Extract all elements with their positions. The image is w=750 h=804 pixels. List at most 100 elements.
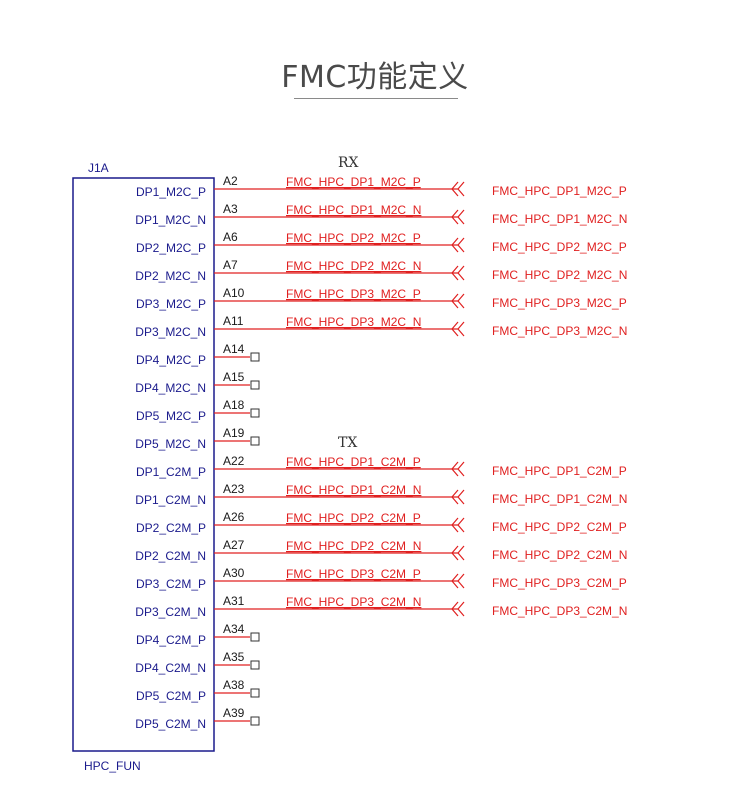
offpage-connector-icon — [457, 601, 465, 617]
pin-number-label: A3 — [223, 202, 238, 216]
pin-number-label: A31 — [223, 594, 245, 608]
pin-name-label: DP5_C2M_N — [135, 717, 206, 731]
pin-number-label: A23 — [223, 482, 245, 496]
pin-name-label: DP4_C2M_N — [135, 661, 206, 675]
port-label: FMC_HPC_DP3_C2M_P — [492, 576, 627, 590]
no-connect-square-icon — [250, 380, 260, 390]
pin-name-label: DP1_C2M_P — [136, 465, 206, 479]
pin-number-label: A2 — [223, 174, 238, 188]
pin-number-label: A15 — [223, 370, 245, 384]
pin-number-label: A11 — [223, 314, 244, 328]
offpage-connector-icon — [451, 237, 459, 253]
pin-name-label: DP2_C2M_N — [135, 549, 206, 563]
pin-name-label: DP5_M2C_P — [136, 409, 206, 423]
pin-number-label: A22 — [223, 454, 245, 468]
pin-number-label: A18 — [223, 398, 245, 412]
offpage-connector-icon — [457, 517, 465, 533]
pin-name-label: DP4_C2M_P — [136, 633, 206, 647]
pin-name-label: DP5_C2M_P — [136, 689, 206, 703]
port-label: FMC_HPC_DP3_C2M_N — [492, 604, 627, 618]
title-underline — [294, 98, 458, 99]
port-label: FMC_HPC_DP1_M2C_P — [492, 184, 627, 198]
pin-name-label: DP1_C2M_N — [135, 493, 206, 507]
pin-number-label: A7 — [223, 258, 238, 272]
pin-number-label: A19 — [223, 426, 245, 440]
pin-number-label: A34 — [223, 622, 245, 636]
section-label-tx: TX — [338, 435, 357, 451]
offpage-connector-icon — [451, 265, 459, 281]
no-connect-square-icon — [250, 408, 260, 418]
offpage-connector-icon — [457, 181, 465, 197]
pin-number-label: A35 — [223, 650, 245, 664]
offpage-connector-icon — [457, 265, 465, 281]
pin-name-label: DP2_M2C_N — [135, 269, 206, 283]
net-label: FMC_HPC_DP2_C2M_P — [286, 511, 421, 525]
pin-number-label: A26 — [223, 510, 245, 524]
net-label: FMC_HPC_DP3_M2C_P — [286, 287, 421, 301]
offpage-connector-icon — [451, 293, 459, 309]
port-label: FMC_HPC_DP1_C2M_N — [492, 492, 627, 506]
pin-name-label: DP4_M2C_N — [135, 381, 206, 395]
symbol-part-name: HPC_FUN — [84, 759, 141, 773]
offpage-connector-icon — [457, 461, 465, 477]
offpage-connector-icon — [457, 237, 465, 253]
offpage-connector-icon — [457, 321, 465, 337]
net-label: FMC_HPC_DP3_C2M_P — [286, 567, 421, 581]
net-label: FMC_HPC_DP1_C2M_P — [286, 455, 421, 469]
net-label: FMC_HPC_DP3_M2C_N — [286, 315, 421, 329]
pin-number-label: A10 — [223, 286, 245, 300]
pin-number-label: A14 — [223, 342, 245, 356]
pin-name-label: DP3_C2M_P — [136, 577, 206, 591]
pin-name-label: DP2_M2C_P — [136, 241, 206, 255]
no-connect-square-icon — [250, 436, 260, 446]
offpage-connector-icon — [457, 293, 465, 309]
pin-name-label: DP3_M2C_N — [135, 325, 206, 339]
offpage-connector-icon — [451, 461, 459, 477]
net-label: FMC_HPC_DP2_M2C_N — [286, 259, 421, 273]
no-connect-square-icon — [250, 660, 260, 670]
port-label: FMC_HPC_DP2_C2M_P — [492, 520, 627, 534]
net-label: FMC_HPC_DP1_M2C_N — [286, 203, 421, 217]
net-label: FMC_HPC_DP2_C2M_N — [286, 539, 421, 553]
page-title: FMC功能定义 — [281, 60, 469, 95]
pin-number-label: A6 — [223, 230, 238, 244]
offpage-connector-icon — [457, 209, 465, 225]
net-label: FMC_HPC_DP1_M2C_P — [286, 175, 421, 189]
port-label: FMC_HPC_DP2_M2C_N — [492, 268, 627, 282]
pin-number-label: A27 — [223, 538, 245, 552]
no-connect-square-icon — [250, 632, 260, 642]
symbol-refdes: J1A — [88, 161, 109, 175]
pin-number-label: A30 — [223, 566, 245, 580]
port-label: FMC_HPC_DP1_C2M_P — [492, 464, 627, 478]
net-label: FMC_HPC_DP2_M2C_P — [286, 231, 421, 245]
offpage-connector-icon — [457, 573, 465, 589]
pin-name-label: DP2_C2M_P — [136, 521, 206, 535]
offpage-connector-icon — [451, 573, 459, 589]
net-label: FMC_HPC_DP1_C2M_N — [286, 483, 421, 497]
port-label: FMC_HPC_DP2_M2C_P — [492, 240, 627, 254]
port-label: FMC_HPC_DP3_M2C_N — [492, 324, 627, 338]
offpage-connector-icon — [451, 321, 459, 337]
offpage-connector-icon — [457, 489, 465, 505]
pin-name-label: DP3_C2M_N — [135, 605, 206, 619]
offpage-connector-icon — [451, 517, 459, 533]
port-label: FMC_HPC_DP3_M2C_P — [492, 296, 627, 310]
pin-number-label: A39 — [223, 706, 245, 720]
offpage-connector-icon — [451, 181, 459, 197]
offpage-connector-icon — [451, 209, 459, 225]
no-connect-square-icon — [250, 352, 260, 362]
section-label-rx: RX — [338, 155, 359, 171]
port-label: FMC_HPC_DP2_C2M_N — [492, 548, 627, 562]
pin-name-label: DP1_M2C_P — [136, 185, 206, 199]
no-connect-square-icon — [250, 716, 260, 726]
port-label: FMC_HPC_DP1_M2C_N — [492, 212, 627, 226]
connector-symbol-body — [72, 177, 215, 752]
offpage-connector-icon — [451, 489, 459, 505]
pin-name-label: DP5_M2C_N — [135, 437, 206, 451]
page-title-wrap: FMC功能定义 — [0, 52, 750, 96]
no-connect-square-icon — [250, 688, 260, 698]
pin-name-label: DP1_M2C_N — [135, 213, 206, 227]
pin-number-label: A38 — [223, 678, 245, 692]
